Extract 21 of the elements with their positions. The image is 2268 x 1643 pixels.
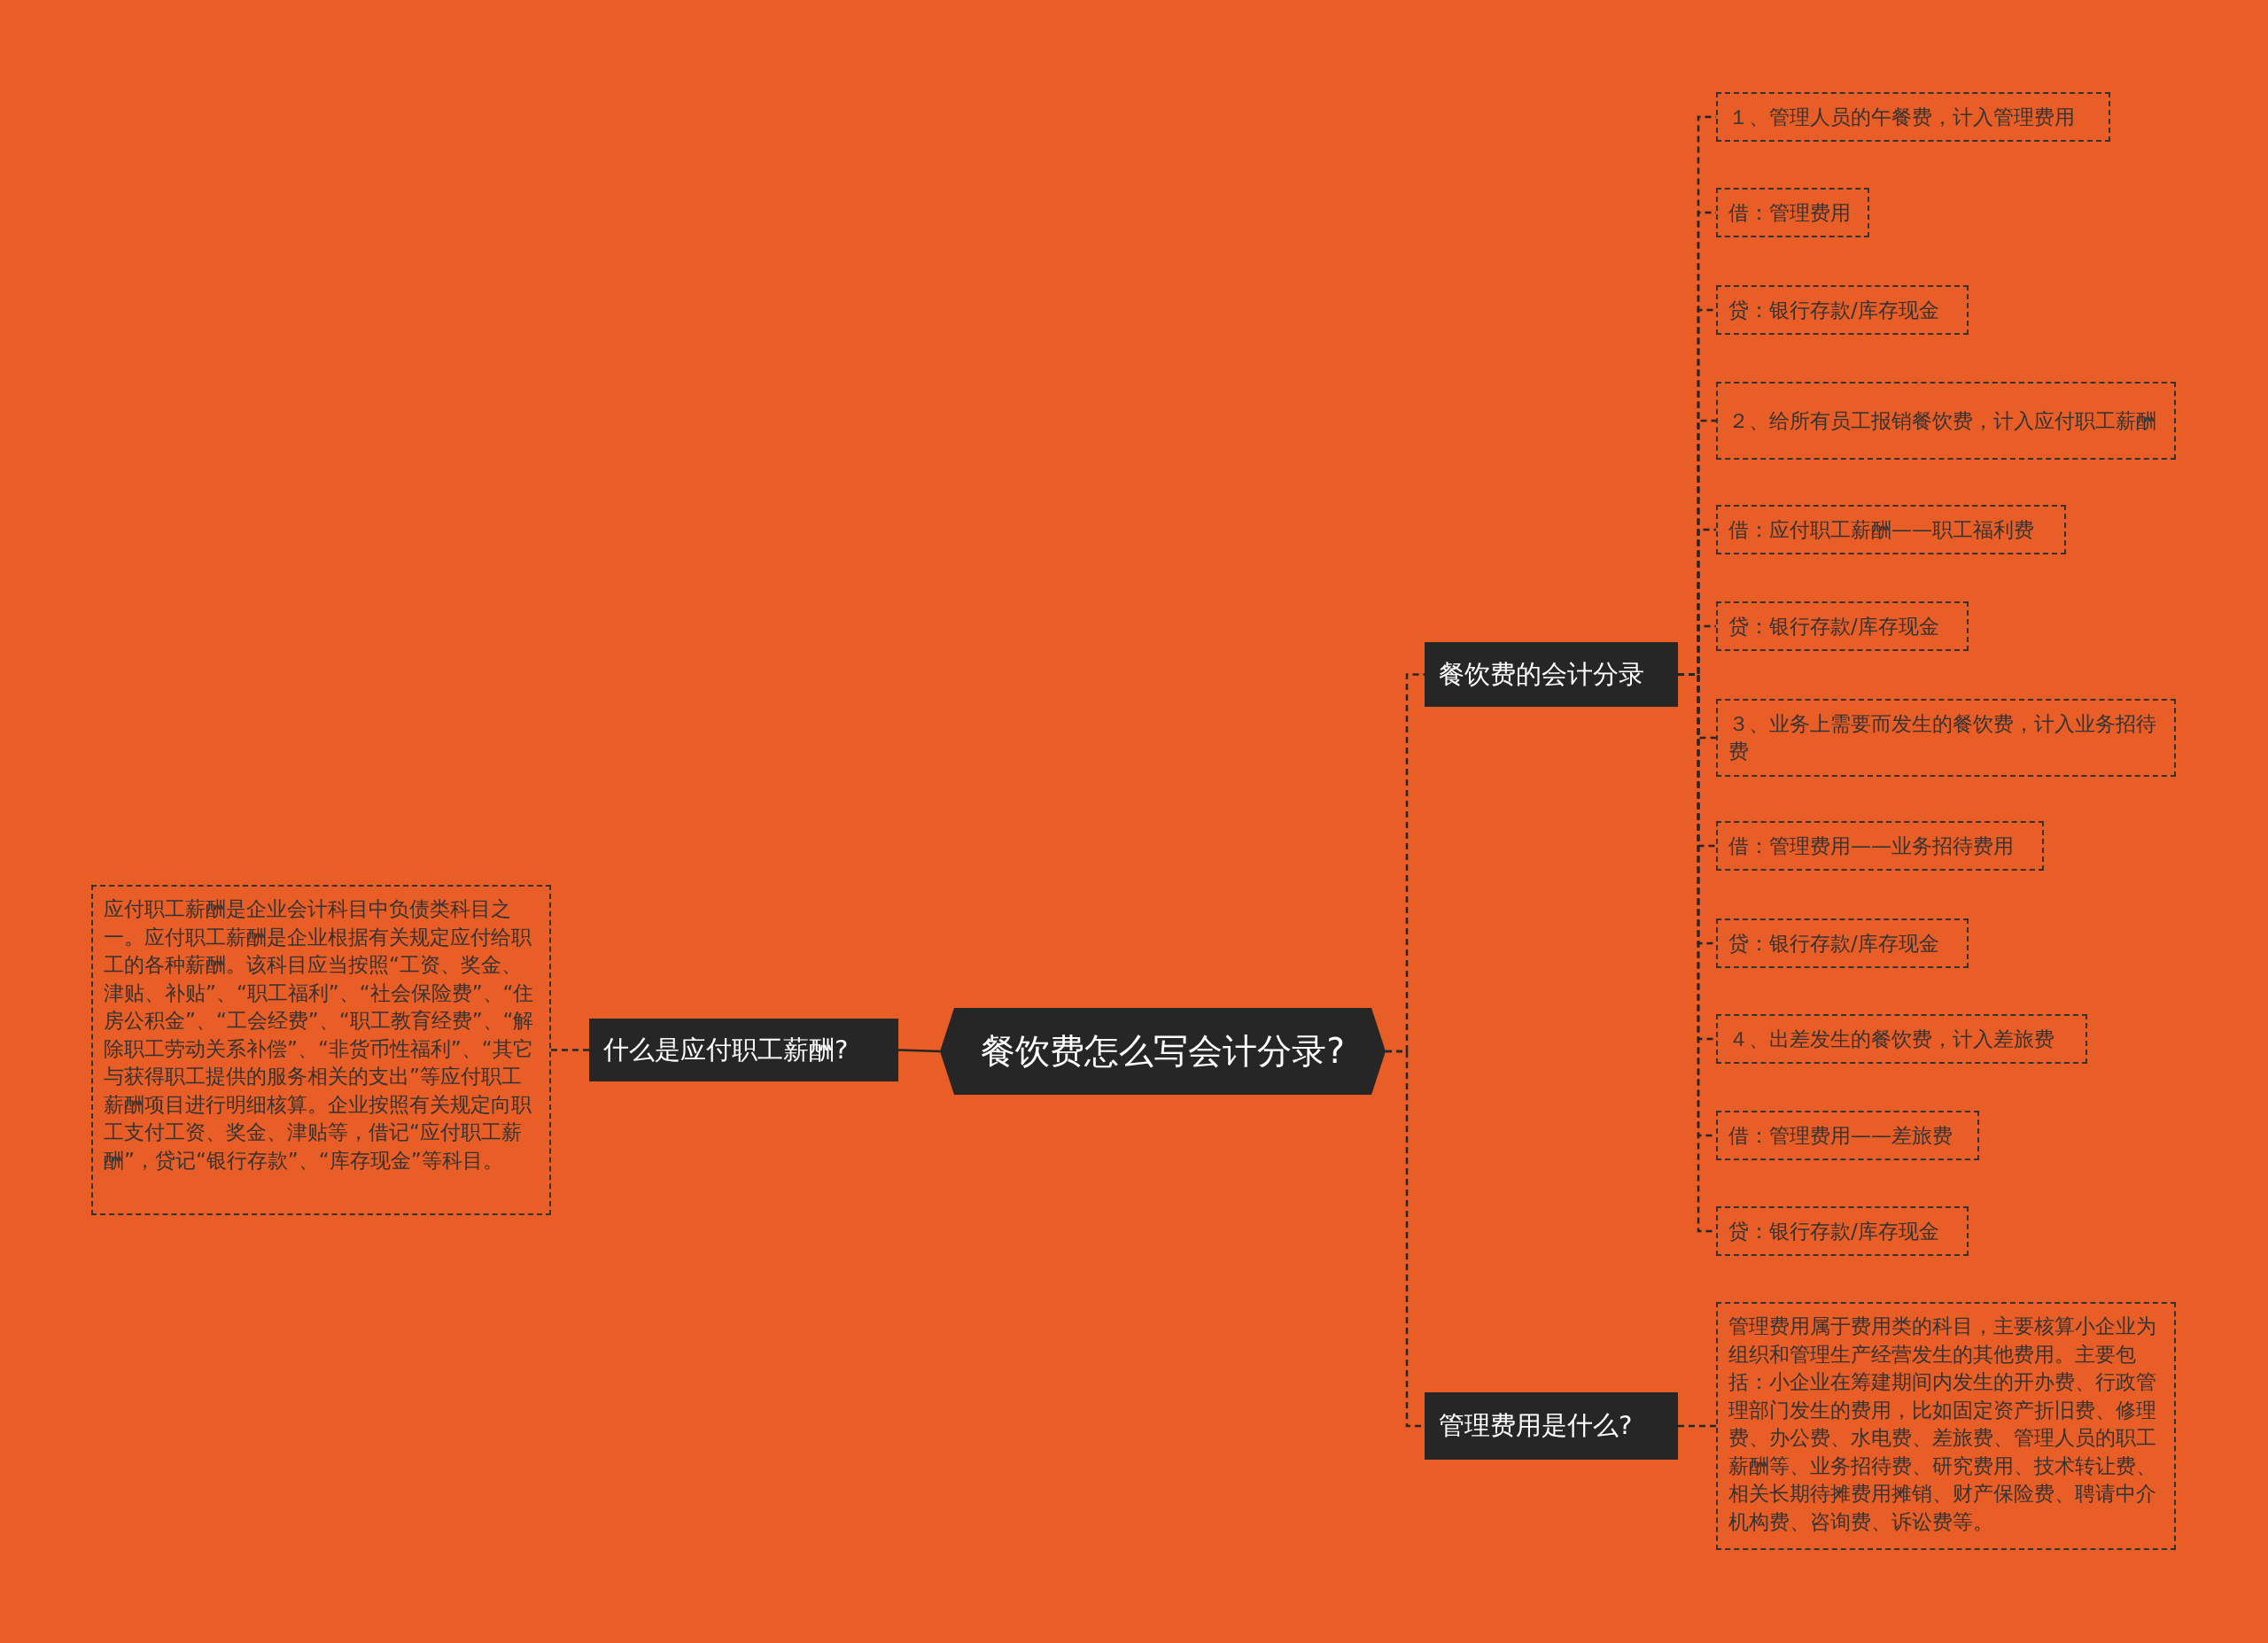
entry-box: 贷：银行存款/库存现金	[1716, 285, 1969, 335]
connector-line	[897, 1049, 941, 1053]
note-box: 管理费用属于费用类的科目，主要核算小企业为组织和管理生产经营发生的其他费用。主要包括：小企业在筹建期间内发生的开办费、行政管理部门发生的费用，比如固定资产折旧费、修理费、办公费、水电费、差旅费、管理人员的职工薪酬等、业务招待费、研究费用、技术转让费、相关长期待摊费用摊销、财产保险费、聘请中介机构费、咨询费、诉讼费等。	[1716, 1302, 2176, 1550]
connector-line	[1678, 1424, 1716, 1428]
topic-hexagon: 餐饮费怎么写会计分录?	[940, 1008, 1386, 1095]
topic-box: 餐饮费的会计分录	[1425, 642, 1678, 707]
entry-box: 贷：银行存款/库存现金	[1716, 918, 1969, 968]
topic-box: 什么是应付职工薪酬?	[589, 1019, 898, 1081]
entry-box: ２、给所有员工报销餐饮费，计入应付职工薪酬	[1716, 382, 2176, 460]
entry-box: 借：管理费用	[1716, 188, 1869, 237]
entry-box: １、管理人员的午餐费，计入管理费用	[1716, 92, 2110, 142]
entry-box: 贷：银行存款/库存现金	[1716, 601, 1969, 651]
entry-box: 借：应付职工薪酬——职工福利费	[1716, 505, 2066, 554]
topic-box: 管理费用是什么?	[1425, 1392, 1678, 1460]
entry-box: 贷：银行存款/库存现金	[1716, 1206, 1969, 1256]
note-box: 应付职工薪酬是企业会计科目中负债类科目之一。应付职工薪酬是企业根据有关规定应付给职工的各种薪酬。该科目应当按照“工资、奖金、津贴、补贴”、“职工福利”、“社会保险费”、“住房公积金”、“工会经费”、“职工教育经费”、“解除职工劳动关系补偿”、“非货币性福利”、“其它与获得职工提供的服务相关的支出”等应付职工薪酬项目进行明细核算。企业按照有关规定向职工支付工资、奖金、津贴等，借记“应付职工薪酬”，贷记“银行存款”、“库存现金”等科目。	[91, 885, 551, 1215]
entry-box: 借：管理费用——业务招待费用	[1716, 821, 2044, 871]
entry-box: ３、业务上需要而发生的餐饮费，计入业务招待费	[1716, 699, 2176, 777]
entry-box: 借：管理费用——差旅费	[1716, 1111, 1979, 1160]
connector-line	[551, 1049, 589, 1051]
entry-box: ４、出差发生的餐饮费，计入差旅费	[1716, 1014, 2087, 1064]
